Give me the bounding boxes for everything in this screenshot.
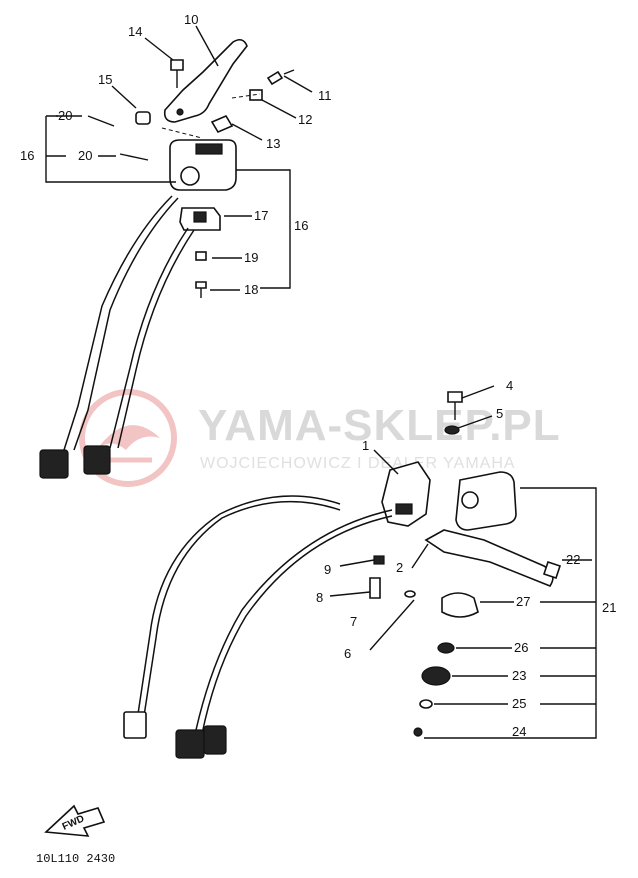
switch-part-27 [441,592,479,618]
brake-lever-part-2 [424,529,554,587]
callout-16-left: 16 [20,148,34,163]
callout-19: 19 [244,250,258,265]
part-7 [404,590,416,598]
callout-6: 6 [344,646,351,661]
callout-13: 13 [266,136,280,151]
callout-5: 5 [496,406,503,421]
fwd-arrow-icon: FWD [44,804,106,837]
part-9 [373,555,385,565]
callout-12: 12 [298,112,312,127]
watermark-title: YAMA-SKLEP.PL [198,401,561,450]
bolt-part-4 [447,391,463,403]
upper-cable-b [109,227,189,449]
lower-cable-a [137,495,341,715]
callout-24: 24 [512,724,526,739]
screw-part-20-top [87,115,115,127]
callout-21: 21 [602,600,616,615]
part-6 [369,599,415,651]
screw-part-20-bottom [119,153,149,161]
lower-assembly [123,391,562,759]
watermark-logo [79,389,177,487]
upper-cable-a [63,195,173,451]
callout-14: 14 [128,24,142,39]
screw-part-8 [369,577,381,599]
lever-part-10 [163,38,248,123]
callout-22: 22 [566,552,580,567]
callout-7: 7 [350,614,357,629]
callout-27: 27 [516,594,530,609]
callout-18: 18 [244,282,258,297]
upper-assembly [39,38,295,479]
callout-1: 1 [362,438,369,453]
lower-cable-b [195,509,393,731]
lower-leaders [329,385,597,739]
callout-11: 11 [318,88,332,103]
callout-17: 17 [254,208,268,223]
part-19 [195,251,207,261]
connector-upper-a [39,449,69,479]
switch-housing-21 [455,471,517,531]
collar-part-15 [135,111,151,125]
callout-9: 9 [324,562,331,577]
connector-lower-a [123,711,147,739]
bolt-part-11 [266,70,284,86]
callout-25: 25 [512,696,526,711]
callout-10: 10 [184,12,198,27]
diagram-code: 10L110 2430 [36,852,116,866]
part-25 [419,699,433,709]
callout-8: 8 [316,590,323,605]
callout-23: 23 [512,668,526,683]
callout-26: 26 [514,640,528,655]
connector-upper-b [83,445,111,475]
watermark-subtitle: WOJCIECHOWICZ I DEALER YAMAHA [200,455,516,472]
part-24 [413,727,423,737]
connector-lower-b [175,729,205,759]
callout-4: 4 [506,378,513,393]
upper-leaders [45,25,313,291]
bolt-part-14 [170,59,184,71]
callout-2: 2 [396,560,403,575]
part-26 [437,642,455,654]
master-cylinder-1 [381,461,431,527]
screw-part-18 [195,281,207,289]
part-23 [421,666,451,686]
watermark: YAMA-SKLEP.PL WOJCIECHOWICZ I DEALER YAM… [79,389,561,487]
callout-20-bottom: 20 [78,148,92,163]
callout-16-right: 16 [294,218,308,233]
bolt-part-22 [542,560,562,580]
callout-labels: 10 14 15 11 12 13 20 20 16 17 16 19 18 1… [20,12,616,739]
callout-15: 15 [98,72,112,87]
spring-part-13 [210,114,234,134]
washer-part-5 [444,425,460,435]
callout-20-top: 20 [58,108,72,123]
